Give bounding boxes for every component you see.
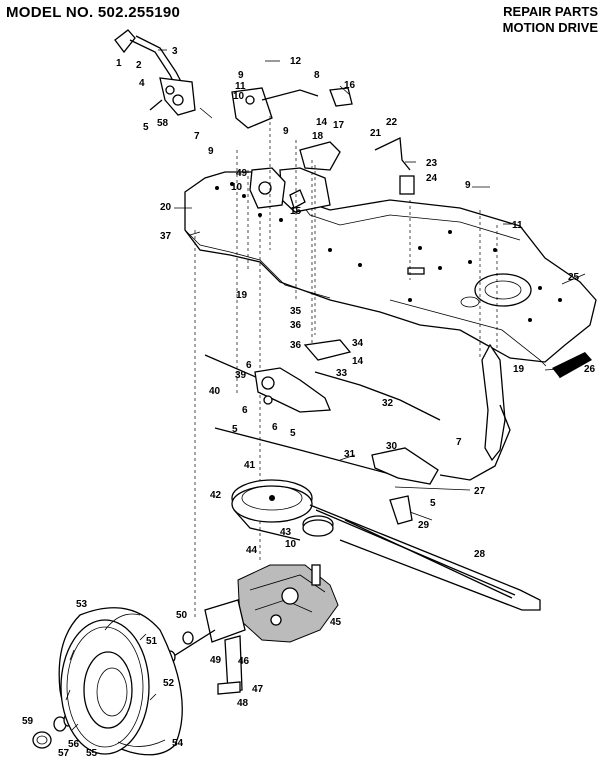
callout-14b: 14 [352, 356, 364, 367]
callout-15: 15 [290, 206, 302, 217]
callout-6c: 6 [272, 422, 278, 433]
callout-41: 41 [244, 460, 256, 471]
callout-44: 44 [246, 545, 258, 556]
callout-39: 39 [235, 370, 247, 381]
callout-5b: 5 [232, 424, 238, 435]
tire-wheel [58, 607, 183, 756]
callout-35: 35 [290, 306, 302, 317]
callout-6: 6 [246, 360, 252, 371]
callout-26: 26 [584, 364, 596, 375]
callout-46: 46 [238, 656, 250, 667]
callout-11b: 11 [512, 220, 523, 231]
drive-pulley-belt [231, 479, 541, 611]
callout-51: 51 [146, 636, 158, 647]
callout-58: 58 [157, 118, 169, 129]
transaxle [204, 564, 339, 695]
callout-53: 53 [76, 599, 88, 610]
callout-labels: 1 2 3 4 5 5 5 5 6 6 6 7 7 8 9 9 9 9 10 1… [22, 46, 596, 759]
alignment-lines [194, 110, 498, 620]
callout-25: 25 [568, 272, 580, 283]
callout-28: 28 [474, 549, 486, 560]
callout-5: 5 [143, 122, 149, 133]
callout-5c: 5 [290, 428, 296, 439]
chassis-frame [184, 171, 597, 462]
callout-1: 1 [116, 58, 122, 69]
callout-47: 47 [252, 684, 264, 695]
callout-49b: 49 [210, 655, 222, 666]
shift-lever-assembly [114, 29, 213, 119]
callout-9b: 9 [208, 146, 214, 157]
callout-52: 52 [163, 678, 175, 689]
callout-19: 19 [236, 290, 248, 301]
title-line-1: REPAIR PARTS [503, 4, 598, 19]
callout-9c: 9 [283, 126, 289, 137]
callout-31: 31 [344, 449, 356, 460]
linkage-assembly [204, 339, 511, 525]
callout-59: 59 [22, 716, 34, 727]
page-title: REPAIR PARTS MOTION DRIVE [503, 4, 598, 36]
grip-26 [552, 352, 592, 379]
control-bracket-assembly [231, 87, 415, 213]
callout-7: 7 [194, 131, 200, 142]
callout-10c: 10 [285, 539, 297, 550]
callout-32: 32 [382, 398, 394, 409]
callout-24: 24 [426, 173, 438, 184]
callout-33: 33 [336, 368, 348, 379]
callout-14: 14 [316, 117, 328, 128]
callout-54: 54 [172, 738, 184, 749]
callout-8: 8 [314, 70, 320, 81]
callout-45: 45 [330, 617, 342, 628]
callout-5d: 5 [430, 498, 436, 509]
callout-43: 43 [280, 527, 292, 538]
callout-42: 42 [210, 490, 222, 501]
callout-48: 48 [237, 698, 249, 709]
callout-49: 49 [236, 168, 248, 179]
callout-11: 11 [235, 81, 246, 92]
callout-3: 3 [172, 46, 178, 57]
callout-50: 50 [176, 610, 188, 621]
callout-10: 10 [233, 91, 245, 102]
callout-36: 36 [290, 320, 302, 331]
callout-16: 16 [344, 80, 356, 91]
title-line-2: MOTION DRIVE [502, 20, 598, 35]
callout-4: 4 [139, 78, 145, 89]
callout-57: 57 [58, 748, 70, 759]
callout-22: 22 [386, 117, 398, 128]
callout-27: 27 [474, 486, 486, 497]
callout-40: 40 [209, 386, 221, 397]
callout-56: 56 [68, 739, 80, 750]
callout-30: 30 [386, 441, 398, 452]
callout-17: 17 [333, 120, 345, 131]
callout-7b: 7 [456, 437, 462, 448]
callout-6b: 6 [242, 405, 248, 416]
callout-34: 34 [352, 338, 364, 349]
model-number: MODEL NO. 502.255190 [6, 4, 181, 21]
leader-lines [158, 49, 586, 521]
callout-55: 55 [86, 748, 98, 759]
callout-21: 21 [370, 128, 382, 139]
callout-18: 18 [312, 131, 324, 142]
callout-19b: 19 [513, 364, 525, 375]
callout-9d: 9 [465, 180, 471, 191]
callout-23: 23 [426, 158, 438, 169]
callout-36b: 36 [290, 340, 302, 351]
callout-20: 20 [160, 202, 172, 213]
callout-12: 12 [290, 56, 302, 67]
callout-37: 37 [160, 231, 172, 242]
callout-9: 9 [238, 70, 244, 81]
callout-2: 2 [136, 60, 142, 71]
callout-10b: 10 [231, 182, 243, 193]
callout-29: 29 [418, 520, 430, 531]
